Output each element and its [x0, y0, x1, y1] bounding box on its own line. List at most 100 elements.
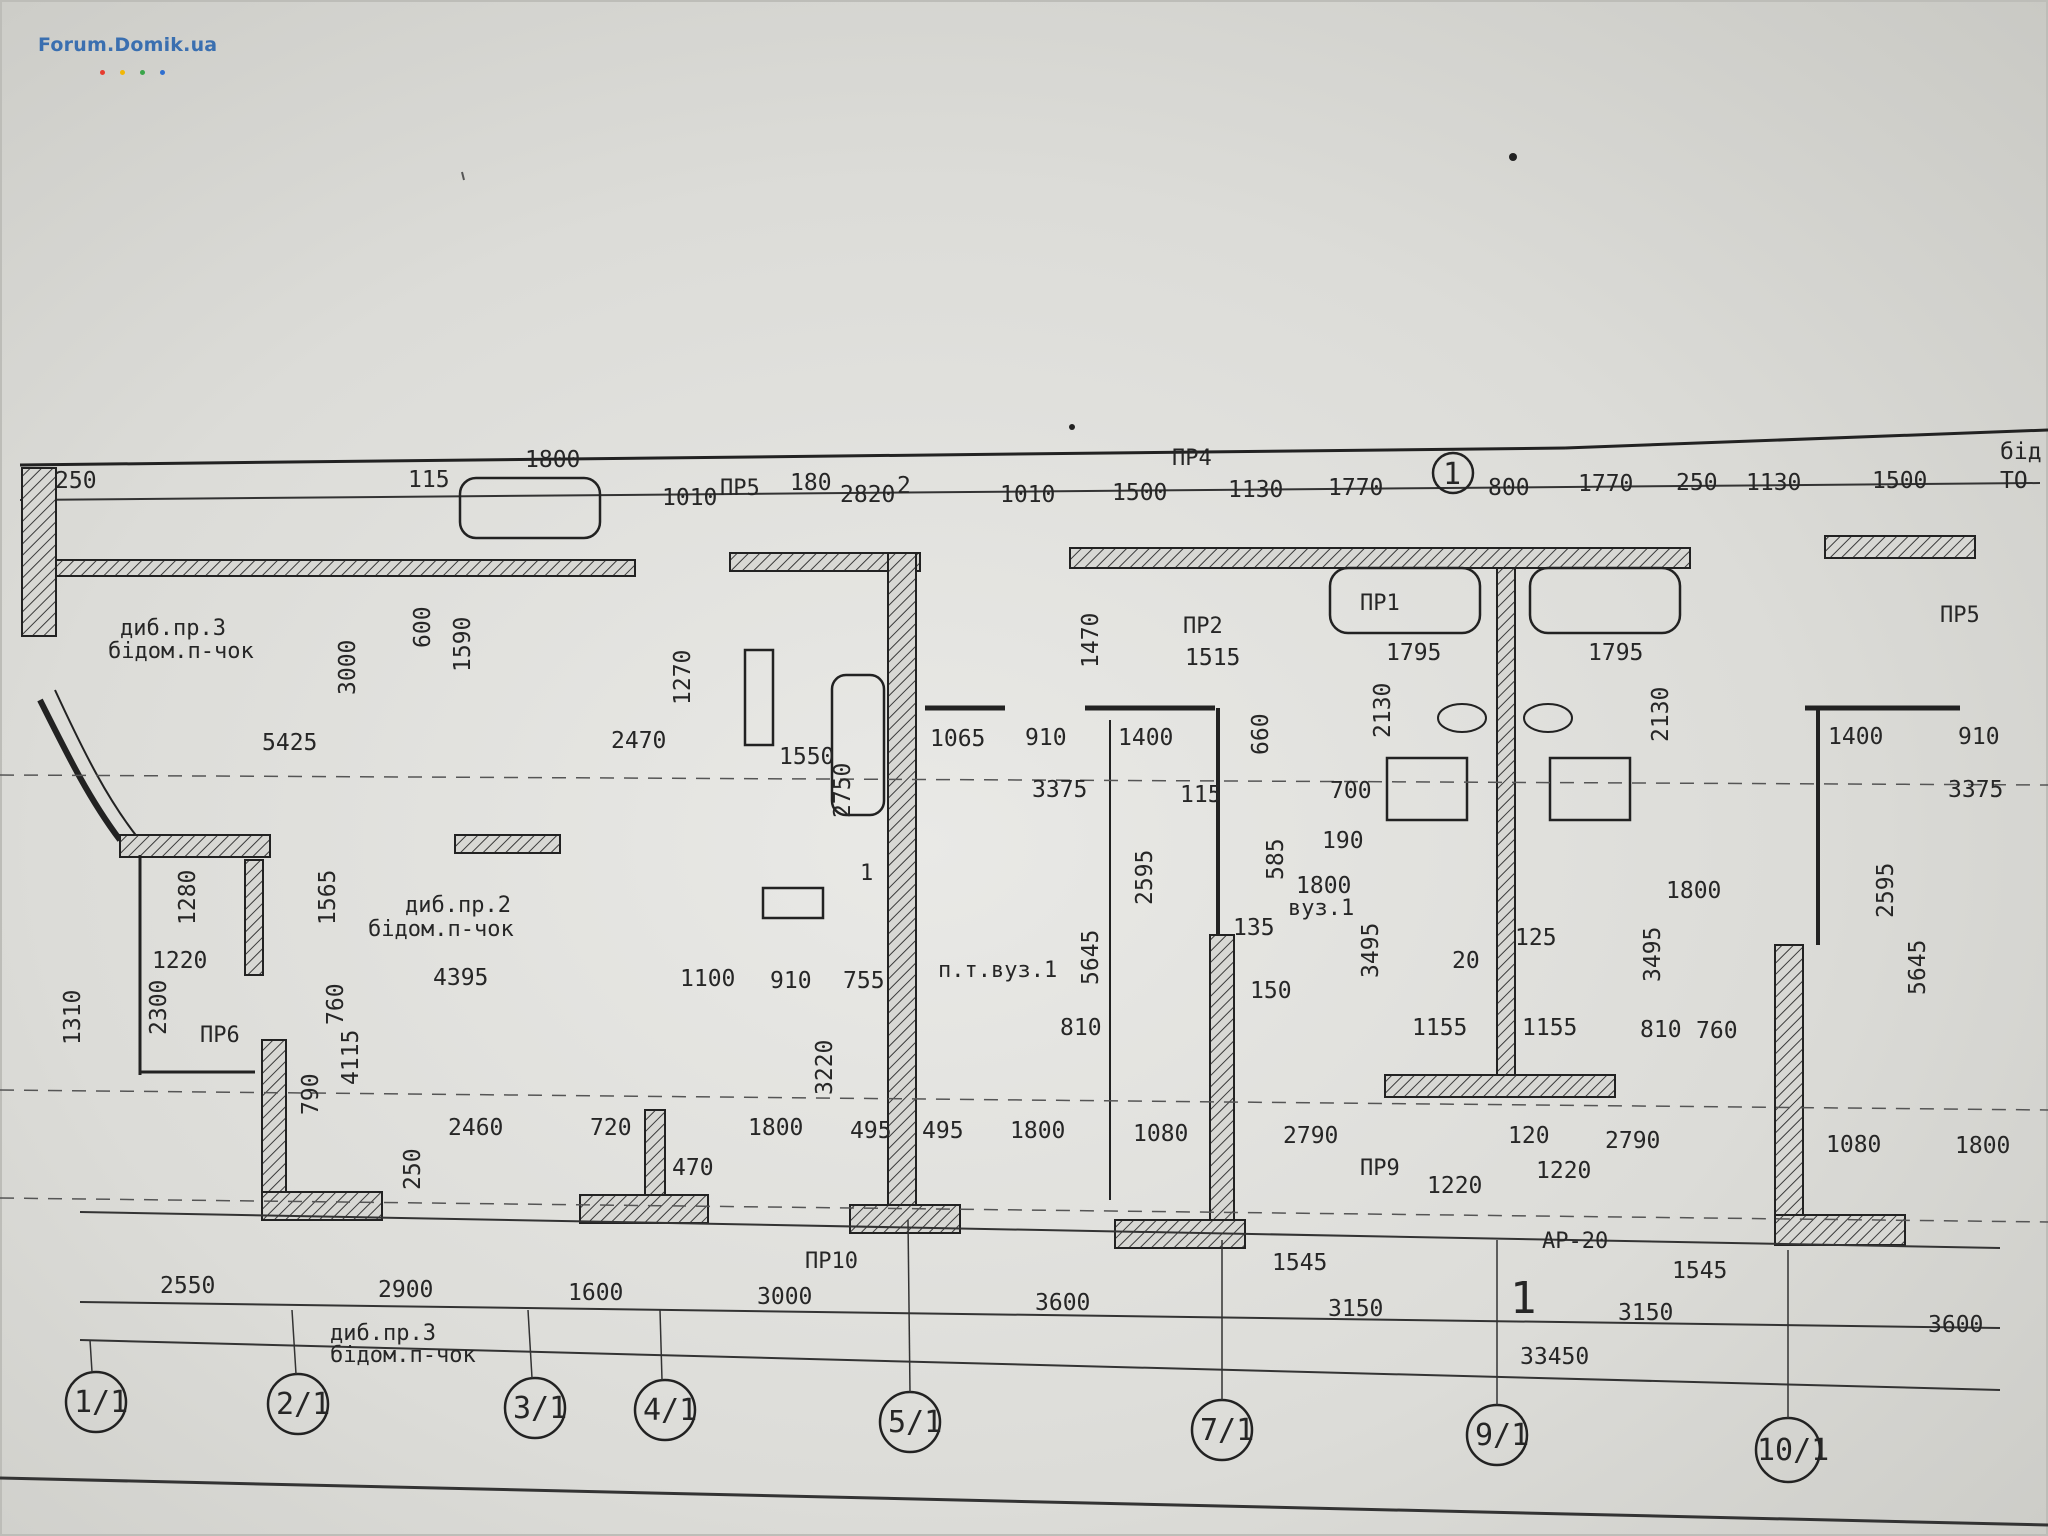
- dim-label: 1500: [1872, 468, 1927, 494]
- section-circle: [1431, 451, 1475, 495]
- dim-label: 3375: [1948, 777, 2003, 803]
- dim-label: 800: [1488, 475, 1530, 501]
- sink: [743, 648, 775, 747]
- opening-label: ПР6: [200, 1023, 240, 1048]
- watermark-dot-yellow: [120, 70, 125, 75]
- note-label: бідом.п-чок: [368, 917, 514, 942]
- dim-label: 1130: [1746, 470, 1801, 496]
- dim-label: 760: [1696, 1018, 1738, 1044]
- axis-label: 5/1: [888, 1405, 942, 1440]
- dim-label: 1400: [1828, 724, 1883, 750]
- dim-label: 5645: [1905, 940, 1931, 995]
- top-dimension-labels: 250 1800 115 1010 ПР5 180 2820 2 1010 15…: [55, 447, 1927, 511]
- dim-label: 495: [922, 1118, 964, 1144]
- dim-label: 1800: [1010, 1118, 1065, 1144]
- axis-markers: 1/1 2/1 3/1 4/1 5/1 7/1 9/1 10/1: [64, 1219, 1829, 1484]
- dim-label: 3150: [1328, 1296, 1383, 1322]
- dim-label: 1800: [1666, 878, 1721, 904]
- dim-label: 495: [850, 1118, 892, 1144]
- dimension-line-bottom: [79, 1211, 2001, 1249]
- bottom-wall: [579, 1194, 709, 1224]
- axis-leader: [659, 1309, 663, 1381]
- axis-circle: [266, 1372, 330, 1436]
- annotation-labels: ПР1 ПР2 ПР4 ПР5 ПР6 ПР9 ПР10 диб.пр.3 бі…: [108, 446, 1980, 1368]
- note-label: 1: [860, 861, 873, 886]
- dim-label: 1800: [1296, 873, 1351, 899]
- interior-dimension-labels: 5425 2470 1270 3000 600 1590 1065 910 14…: [60, 606, 2010, 1199]
- dim-label: 910: [1958, 724, 2000, 750]
- dim-label: 3220: [812, 1040, 838, 1095]
- dim-label: 250: [1676, 470, 1718, 496]
- dim-label: 135: [1233, 915, 1275, 941]
- dim-label: 1470: [1078, 613, 1104, 668]
- toilet: [1437, 703, 1487, 733]
- bay-window-curve: [54, 689, 139, 839]
- top-dimension-line: [19, 482, 2041, 501]
- note-label: бідом.п-чок: [330, 1343, 476, 1368]
- top-wall: [1069, 547, 1691, 569]
- bottom-wall: [261, 1191, 383, 1221]
- left-outer-wall: [21, 467, 57, 637]
- drawing-bottom-border: [0, 1476, 2048, 1527]
- dim-label: 2790: [1283, 1123, 1338, 1149]
- axis-circle: [64, 1370, 128, 1434]
- opening-label: ПР2: [1183, 614, 1223, 639]
- axis-label: 3/1: [513, 1391, 567, 1426]
- dim-label: 1100: [680, 966, 735, 992]
- column-wall-7: [1209, 934, 1235, 1236]
- axis-label: 9/1: [1475, 1418, 1529, 1453]
- dim-label: 1770: [1328, 475, 1383, 501]
- note-label: вуз.1: [1288, 896, 1354, 921]
- kitchen-unit: [1548, 756, 1632, 822]
- dim-label: 2: [897, 473, 911, 499]
- dim-label: 585: [1263, 838, 1289, 880]
- stray-mark: [461, 171, 465, 181]
- dim-label: 720: [590, 1115, 632, 1141]
- note-label: диб.пр.3: [120, 616, 226, 641]
- dim-label: 125: [1515, 925, 1557, 951]
- dim-label: 1800: [748, 1115, 803, 1141]
- dim-label: 2900: [378, 1277, 433, 1303]
- dim-label: 755: [843, 968, 885, 994]
- section-label-big: 1: [1510, 1273, 1537, 1324]
- column-wall-2b: [244, 859, 264, 976]
- dim-label: 20: [1452, 948, 1480, 974]
- dim-label: 3375: [1032, 777, 1087, 803]
- dimension-line-bottom: [79, 1339, 2001, 1391]
- top-wall: [1824, 535, 1976, 559]
- note-label: диб.пр.3: [330, 1321, 436, 1346]
- dim-label: 3000: [335, 640, 361, 695]
- dim-label: 2595: [1873, 863, 1899, 918]
- mid-wall: [1384, 1074, 1616, 1098]
- axis-circle: [633, 1378, 697, 1442]
- dim-label: 790: [298, 1073, 324, 1115]
- watermark-dot-blue: [160, 70, 165, 75]
- watermark-dots: [100, 60, 180, 79]
- dim-label: 1080: [1133, 1121, 1188, 1147]
- dim-label: 190: [1322, 828, 1364, 854]
- dim-label: 910: [1025, 725, 1067, 751]
- dim-label: 1130: [1228, 477, 1283, 503]
- dim-label: 120: [1508, 1123, 1550, 1149]
- dim-label: 1400: [1118, 725, 1173, 751]
- note-label: п.т.вуз.1: [938, 958, 1057, 983]
- dim-label: 5645: [1078, 930, 1104, 985]
- dim-label: 3495: [1640, 927, 1666, 982]
- dim-label: 1270: [670, 650, 696, 705]
- dim-label: 3150: [1618, 1300, 1673, 1326]
- stray-mark: [1069, 424, 1075, 430]
- note-label: бідом.п-чок: [108, 639, 254, 664]
- dim-label: 1550: [779, 744, 834, 770]
- dashed-guide: [0, 1089, 2048, 1111]
- dim-label: 1080: [1826, 1132, 1881, 1158]
- dim-label: 3495: [1358, 923, 1384, 978]
- dim-label: 2550: [160, 1273, 215, 1299]
- corner-text: ТО: [2000, 468, 2028, 494]
- opening-label: ПР1: [1360, 591, 1400, 616]
- stray-mark: [1509, 153, 1517, 161]
- dim-label: 1800: [525, 447, 580, 473]
- dim-label: 1795: [1386, 640, 1441, 666]
- opening-label: ПР9: [1360, 1156, 1400, 1181]
- dim-label: 250: [55, 468, 97, 494]
- dim-label: 2790: [1605, 1128, 1660, 1154]
